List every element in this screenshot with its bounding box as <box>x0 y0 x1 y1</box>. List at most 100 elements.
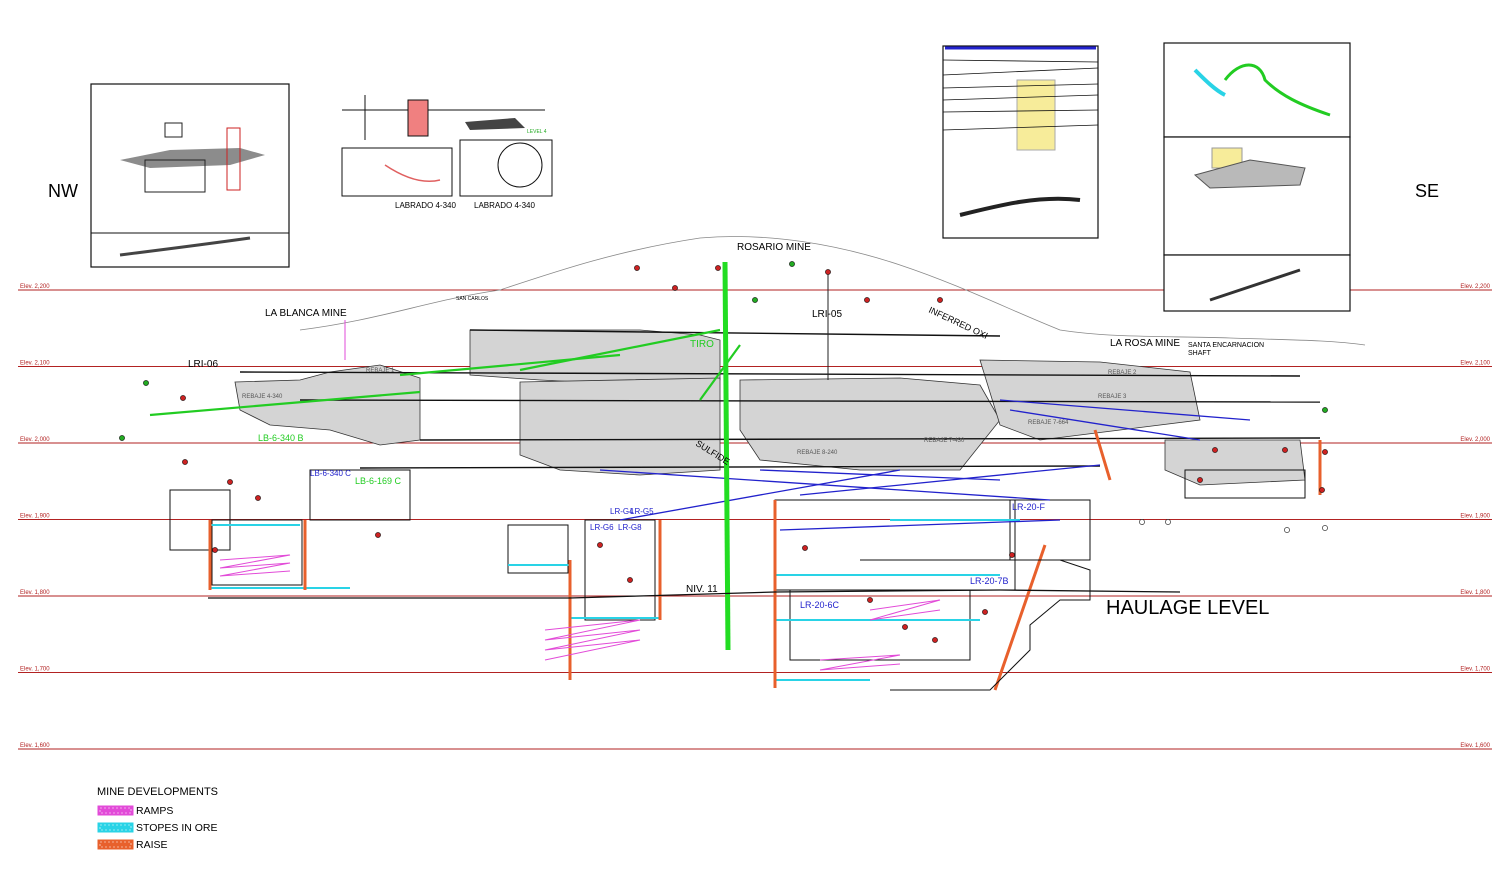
inset-stope <box>144 159 206 193</box>
working-area-center-east <box>739 377 1001 471</box>
tiro-label: TIRO <box>690 339 714 350</box>
working-area-central <box>519 377 721 476</box>
legend-label: RAMPS <box>136 805 173 817</box>
inset-hatch <box>942 59 1099 131</box>
legend-swatch-hatch <box>99 841 132 848</box>
drill-hole-marker <box>1322 407 1328 413</box>
ramps <box>219 320 941 671</box>
drill-hole-marker <box>182 459 188 465</box>
elevation-label-left: Elev. 2,200 <box>20 284 50 290</box>
inset-labrado <box>341 95 553 197</box>
inset-frame <box>1163 136 1351 256</box>
drill-hole-marker <box>1319 487 1325 493</box>
tunnel-path <box>759 469 1001 481</box>
drill-hole-marker <box>1197 477 1203 483</box>
orientation-nw-label: NW <box>48 181 78 201</box>
stope-label-lr-20-7b: LR-20-7B <box>970 576 1009 586</box>
inset-level-label: LEVEL 4 <box>527 129 547 135</box>
niv-11-label: NIV. 11 <box>686 584 718 595</box>
tunnel-path <box>999 399 1251 421</box>
inset-frame <box>1163 42 1351 138</box>
drill-hole-marker <box>634 265 640 271</box>
main-shaft <box>722 261 731 651</box>
elevation-label-left: Elev. 2,100 <box>20 361 50 367</box>
la-rosa-mine-label: LA ROSA MINE <box>1110 338 1180 349</box>
drill-hole-marker <box>867 597 873 603</box>
inset-stope <box>226 127 241 191</box>
drift-level-4 <box>359 465 1101 469</box>
drill-hole-marker <box>672 285 678 291</box>
drill-hole-marker <box>627 577 633 583</box>
drill-hole-marker <box>597 542 603 548</box>
inset-frame <box>90 83 290 268</box>
haulage-level-label: HAULAGE LEVEL <box>1106 597 1269 619</box>
inset-plan-workings <box>1209 268 1301 302</box>
stope-block-lr-20-lower <box>789 589 971 661</box>
stope-block-lb-2 <box>309 469 411 521</box>
legend-swatch-hatch <box>99 824 132 831</box>
tunnel-path <box>779 519 1061 531</box>
orientation-se-label: SE <box>1415 181 1439 201</box>
drift-level-3 <box>419 437 1321 441</box>
drill-hole-marker <box>212 547 218 553</box>
inset-plan-workings <box>119 236 251 257</box>
stope-label-lr-20-f: LR-20-F <box>1012 502 1046 512</box>
drill-hole-marker <box>789 261 795 267</box>
stope-block-lr-west <box>507 524 569 574</box>
haulage-level-outline <box>860 559 1091 691</box>
legend-label: STOPES IN ORE <box>136 822 218 834</box>
stope-label-lb-6-169-c: LB-6-169 C <box>355 476 402 486</box>
rosario-mine-label: ROSARIO MINE <box>737 242 811 253</box>
inset-line <box>942 83 1099 89</box>
rebaje-label: REBAJE 7-664 <box>1028 420 1069 426</box>
inset-labrado-label-1: LABRADO 4-340 <box>395 201 456 210</box>
la-blanca-mine-label: LA BLANCA MINE <box>265 308 347 319</box>
santa-encarnacion-shaft-label: SHAFT <box>1188 350 1212 357</box>
elevation-label-left: Elev. 1,700 <box>20 667 50 673</box>
elevation-label-right: Elev. 1,700 <box>1460 667 1490 673</box>
drill-hole-marker <box>1212 447 1218 453</box>
raises <box>208 429 1322 691</box>
surface-topography <box>299 236 1366 346</box>
drift-level-upper <box>469 329 1001 337</box>
ramp-path <box>219 554 291 577</box>
stope-label-lr-g4: LR-G4 <box>610 507 634 516</box>
stope-label-lb-6-340-c: LB-6-340 C <box>310 469 351 478</box>
drill-hole-marker <box>1009 552 1015 558</box>
stope-block-lb-3 <box>169 489 231 551</box>
green-drift <box>519 328 721 372</box>
drill-hole-marker <box>227 479 233 485</box>
drill-hole-marker <box>902 624 908 630</box>
inset-stope <box>164 122 183 138</box>
inset-la-blanca <box>90 83 290 268</box>
drill-hole-marker <box>255 495 261 501</box>
rebaje-label: REBAJE 4-340 <box>242 394 283 400</box>
drill-hole-marker <box>1282 447 1288 453</box>
rebaje-label: REBAJE 2 <box>1108 370 1137 376</box>
elevation-label-right: Elev. 2,000 <box>1460 437 1490 443</box>
drill-hole-marker <box>1322 525 1328 531</box>
drill-hole-marker <box>715 265 721 271</box>
lri-05-label: LRI-05 <box>812 309 842 320</box>
inset-plan-workings <box>1193 68 1226 97</box>
tunnel-path <box>619 469 901 521</box>
green-developments <box>149 328 741 417</box>
san-carlos-label: SAN CARLOS <box>456 296 489 302</box>
stope-label-lr-g6: LR-G6 <box>590 523 614 532</box>
green-drift <box>699 344 741 401</box>
inset-plan-circle <box>497 142 543 188</box>
inset-line <box>942 109 1099 113</box>
drill-hole-marker <box>143 380 149 386</box>
inset-stope <box>407 99 429 137</box>
drill-hole-marker <box>1322 449 1328 455</box>
inset-workings <box>465 118 525 130</box>
working-area-east <box>979 359 1201 441</box>
lri-06-label: LRI-06 <box>188 359 218 370</box>
stope-label-lr-g5: LR-G5 <box>630 507 654 516</box>
inset-rosario-plan <box>942 45 1099 239</box>
elevation-label-right: Elev. 1,900 <box>1460 514 1490 520</box>
